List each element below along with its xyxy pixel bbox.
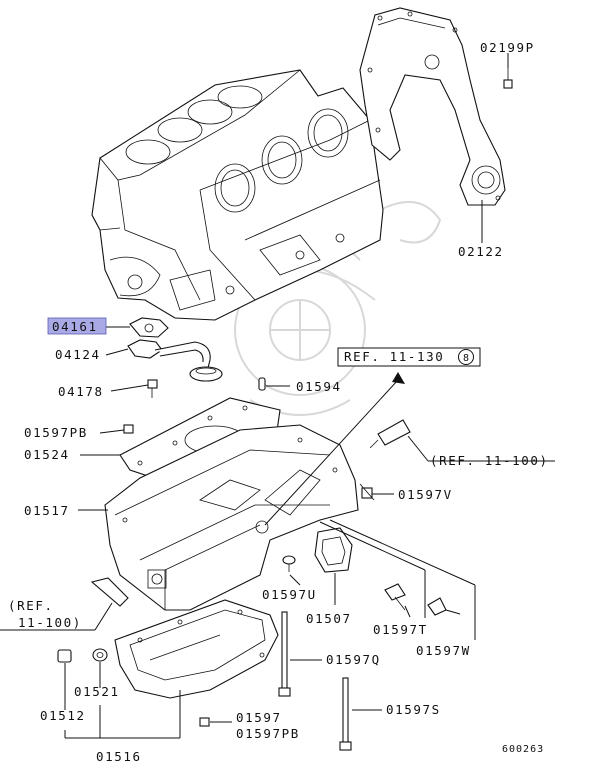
bolt-01597-bottom — [199, 717, 210, 727]
cover-plate-01507 — [314, 527, 353, 573]
label-01594: 01594 — [296, 379, 342, 394]
bolt-01597t — [384, 583, 406, 611]
label-01597w: 01597W — [416, 643, 471, 658]
label-02122: 02122 — [458, 244, 504, 259]
upper-oil-pan — [104, 424, 359, 611]
bolt-01597w — [427, 597, 447, 616]
label-01517: 01517 — [24, 503, 70, 518]
bolt-01597v — [359, 483, 375, 501]
label-04124: 04124 — [55, 347, 101, 362]
label-01597q: 01597Q — [326, 652, 381, 667]
label-02199p: 02199P — [480, 40, 535, 55]
dowel-01594 — [258, 377, 266, 391]
label-01521: 01521 — [74, 684, 120, 699]
bolt-01597u — [282, 555, 296, 572]
label-01597v: 01597V — [398, 487, 453, 502]
label-ref-11-100-right[interactable]: (REF. 11-100) — [430, 453, 549, 468]
label-01597: 01597 — [236, 710, 282, 725]
long-bolt-01597s — [339, 677, 352, 751]
drain-plug-01512 — [57, 649, 72, 663]
drain-washer-01521 — [92, 648, 108, 662]
sensor-right — [369, 419, 411, 449]
oil-strainer — [127, 339, 223, 382]
diagram-id: 600263 — [502, 744, 544, 755]
label-01597pb-bottom: 01597PB — [236, 726, 300, 741]
bolt-02199p — [503, 68, 513, 89]
label-04178: 04178 — [58, 384, 104, 399]
label-01597t: 01597T — [373, 622, 428, 637]
label-ref-left-1[interactable]: (REF. — [8, 598, 54, 613]
ref-11-130-box[interactable] — [337, 347, 481, 367]
label-ref-11-130-badge: 8 — [463, 353, 470, 364]
ref-11-130-badge-circle — [458, 349, 474, 365]
bolt-01597pb-top — [123, 424, 134, 434]
leader-lines — [0, 53, 555, 739]
label-01597pb-top: 01597PB — [24, 425, 88, 440]
rear-plate — [359, 7, 506, 206]
label-04161-highlight — [47, 317, 107, 335]
oil-strainer-gasket — [129, 317, 169, 338]
part-labels: 02199P 02122 04161 04124 04178 01594 REF… — [8, 40, 549, 764]
long-bolt-01597q — [278, 611, 291, 697]
label-01512: 01512 — [40, 708, 86, 723]
label-01507: 01507 — [306, 611, 352, 626]
label-01516: 01516 — [96, 749, 142, 764]
bolt-04178 — [147, 379, 158, 398]
label-04161: 04161 — [52, 319, 98, 334]
sensor-left — [90, 577, 129, 607]
label-01597u: 01597U — [262, 587, 317, 602]
label-01597s: 01597S — [386, 702, 441, 717]
label-ref-left-2[interactable]: 11-100) — [18, 615, 82, 630]
label-ref-11-130: REF. 11-130 — [344, 349, 444, 364]
engine-block — [91, 69, 384, 321]
lower-oil-pan — [114, 599, 279, 699]
label-01524: 01524 — [24, 447, 70, 462]
